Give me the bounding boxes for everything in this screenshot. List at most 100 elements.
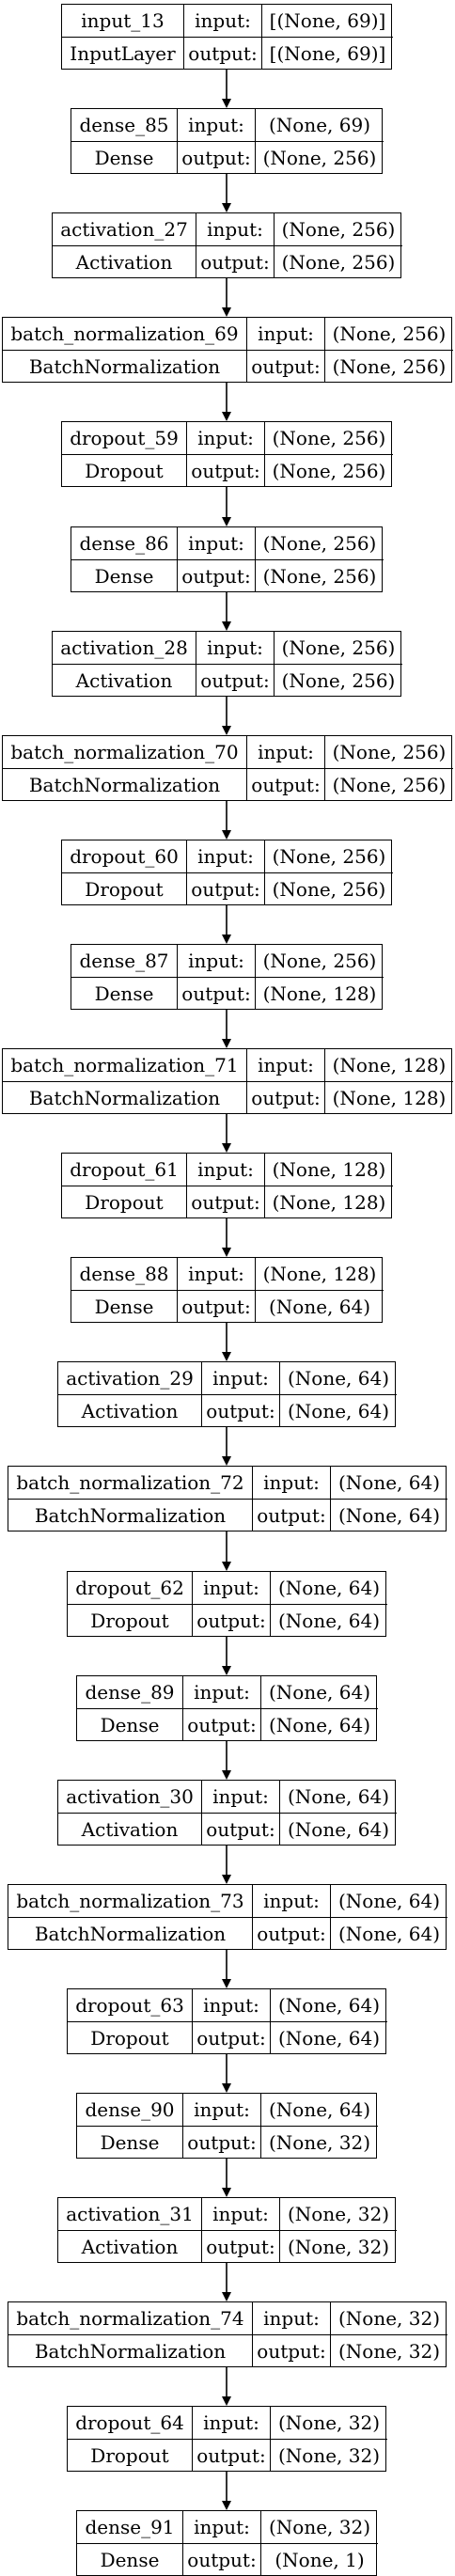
input-shape: (None, 64) — [270, 1572, 387, 1604]
input-port-label: input: — [252, 1467, 330, 1499]
output-port-label: output: — [177, 977, 255, 1009]
layer-name: dense_86 — [79, 532, 169, 555]
output-shape: (None, 64) — [279, 1394, 397, 1426]
arrowhead-icon — [222, 1770, 231, 1780]
output-port-label: output: — [196, 664, 274, 696]
input-port-label: input: — [177, 945, 255, 977]
layer-name: batch_normalization_71 — [10, 1054, 239, 1076]
output-shape: (None, 128) — [255, 977, 384, 1009]
output-shape: (None, 256) — [274, 245, 402, 277]
input-shape: (None, 256) — [324, 736, 453, 768]
input-shape: (None, 256) — [255, 945, 384, 977]
layer-type: Dropout — [68, 2021, 192, 2053]
input-port-label: input: — [182, 2511, 260, 2543]
output-port-label: output: — [192, 2439, 270, 2471]
output-port-label: output: — [196, 245, 274, 277]
output-port-label: output: — [192, 2021, 270, 2053]
input-shape: (None, 256) — [274, 632, 402, 664]
layer-name: dropout_59 — [70, 427, 179, 449]
output-port-label: output: — [182, 1708, 260, 1740]
layer-type: BatchNormalization — [3, 768, 246, 800]
layer-type: Dense — [71, 1290, 177, 1322]
layer-name: batch_normalization_72 — [16, 1471, 244, 1494]
layer-name: dropout_62 — [75, 1577, 184, 1599]
output-port-label: output: — [252, 1917, 330, 1949]
arrowhead-icon — [222, 1979, 231, 1988]
input-shape: (None, 64) — [330, 1467, 447, 1499]
output-shape: (None, 32) — [279, 2230, 397, 2262]
layer-name: dropout_60 — [70, 845, 179, 868]
input-port-label: input: — [177, 109, 255, 141]
layer-node-batch_normalization_70: batch_normalization_70 input:(None, 256) B… — [2, 735, 453, 801]
arrowhead-icon — [222, 412, 231, 421]
output-port-label: output: — [246, 350, 324, 382]
layer-name: activation_28 — [60, 636, 188, 659]
arrowhead-icon — [222, 2501, 231, 2510]
input-shape: (None, 64) — [260, 1676, 378, 1708]
layer-type: Dense — [77, 1708, 182, 1740]
input-port-label: input: — [246, 736, 324, 768]
output-shape: (None, 64) — [330, 1499, 447, 1531]
layer-name: dropout_63 — [75, 1994, 184, 2017]
output-port-label: output: — [177, 1290, 255, 1322]
layer-type: BatchNormalization — [8, 1499, 252, 1531]
input-shape: (None, 64) — [270, 1989, 387, 2021]
output-port-label: output: — [192, 1604, 270, 1636]
layer-type: Dense — [71, 559, 177, 591]
input-shape: (None, 64) — [279, 1781, 397, 1813]
layer-type: Dense — [71, 977, 177, 1009]
arrowhead-icon — [222, 1039, 231, 1048]
output-port-label: output: — [186, 454, 264, 486]
layer-name: dense_87 — [79, 950, 169, 972]
layer-type: BatchNormalization — [3, 1081, 246, 1113]
output-shape: (None, 64) — [260, 1708, 378, 1740]
output-shape: (None, 64) — [330, 1917, 447, 1949]
arrowhead-icon — [222, 517, 231, 526]
layer-type: Dense — [77, 2126, 182, 2158]
layer-type: Activation — [53, 664, 196, 696]
arrowhead-icon — [222, 1352, 231, 1361]
layer-type: Activation — [53, 245, 196, 277]
input-port-label: input: — [201, 1781, 279, 1813]
layer-type: Activation — [58, 1813, 201, 1845]
input-port-label: input: — [192, 2407, 270, 2439]
output-port-label: output: — [201, 1813, 279, 1845]
input-port-label: input: — [177, 527, 255, 559]
output-shape: (None, 1) — [260, 2543, 378, 2575]
layer-name: activation_27 — [60, 218, 188, 241]
layer-name: activation_31 — [66, 2203, 194, 2225]
input-port-label: input: — [196, 632, 274, 664]
output-shape: (None, 64) — [270, 1604, 387, 1636]
layer-name: batch_normalization_70 — [10, 741, 239, 763]
input-port-label: input: — [186, 1154, 264, 1186]
layer-type: Dropout — [62, 454, 186, 486]
input-port-label: input: — [192, 1989, 270, 2021]
arrowhead-icon — [222, 726, 231, 735]
layer-name: dense_89 — [85, 1681, 175, 1704]
output-shape: (None, 256) — [264, 454, 393, 486]
output-port-label: output: — [186, 1186, 264, 1217]
input-shape: (None, 32) — [260, 2511, 378, 2543]
input-shape: (None, 256) — [255, 527, 384, 559]
input-shape: (None, 256) — [274, 213, 402, 245]
input-port-label: input: — [186, 840, 264, 872]
layer-name: batch_normalization_73 — [16, 1890, 244, 1912]
layer-type: Dropout — [68, 1604, 192, 1636]
input-shape: (None, 32) — [330, 2302, 447, 2334]
input-port-label: input: — [252, 1885, 330, 1917]
